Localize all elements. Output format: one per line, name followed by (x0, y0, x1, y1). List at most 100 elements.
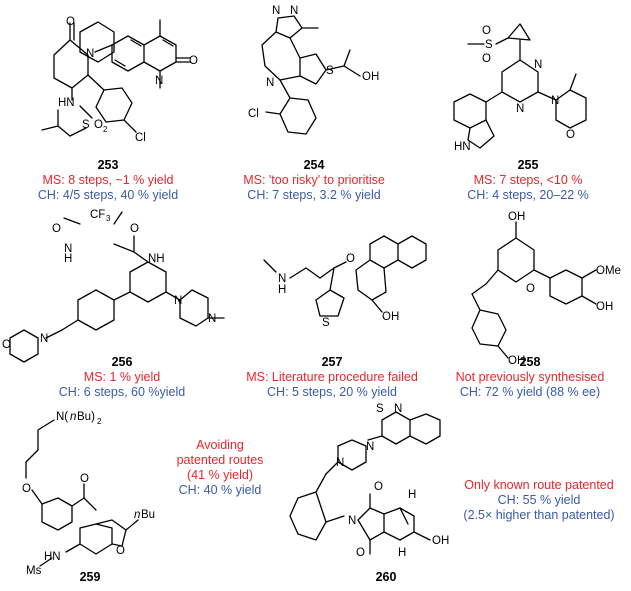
ms-note-line-2: patented routes (176, 453, 264, 467)
caption-257: 257 MS: Literature procedure failed CH: … (232, 355, 432, 400)
atom-OH-3: OH (508, 355, 525, 367)
ms-note: MS: 'too risky' to prioritise (243, 173, 385, 187)
atom-H-1: H (408, 489, 416, 501)
compound-number: 253 (97, 158, 119, 172)
structure-256: CF 3 O N H O NH N N N O (2, 21, 225, 363)
structure-257: N H O S OH (263, 235, 427, 329)
atom-N-pip-2: N (208, 313, 216, 325)
atom-HN: HN (44, 551, 61, 563)
atom-HN: HN (58, 97, 75, 109)
structure-260: S N N N N O O H H OH (289, 403, 449, 559)
atom-H-ring: H (64, 253, 72, 265)
atom-CF3: CF (90, 209, 105, 221)
atom-sub-2: 2 (103, 125, 108, 134)
atom-sub-2: 2 (97, 417, 102, 426)
atom-Bu: Bu) (77, 411, 95, 423)
structure-258: OH O OMe OH OH (471, 211, 621, 367)
atom-O-2: O (130, 223, 139, 235)
ch-note: CH: 7 steps, 3.2 % yield (247, 188, 381, 202)
ms-note: MS: Literature procedure failed (246, 370, 418, 384)
atom-N-2: N (155, 75, 163, 87)
compound-number: 254 (303, 158, 325, 172)
caption-260-number: 260 (356, 570, 416, 585)
atom-N-isothiazole: N (394, 403, 402, 415)
atom-O-ether: O (22, 483, 31, 495)
atom-N-2: N (516, 103, 524, 115)
ch-note: CH: 72 % yield (88 % ee) (459, 385, 601, 399)
structure-254: N N N S OH Cl (248, 5, 379, 135)
atom-O-furan: O (116, 545, 125, 557)
ch-note: CH: 4/5 steps, 40 % yield (37, 188, 179, 202)
atom-H: H (278, 284, 286, 296)
structure-259: N( n Bu) 2 O O n Bu O HN Ms (22, 411, 155, 577)
atom-N-morph: N (40, 333, 48, 345)
atom-N-pip-1: N (174, 295, 182, 307)
ms-note: MS: 7 steps, <10 % (473, 173, 583, 187)
atom-O-3: O (566, 129, 575, 141)
caption-253: 253 MS: 8 steps, ~1 % yield CH: 4/5 step… (18, 158, 198, 203)
ch-note: CH: 6 steps, 60 %yield (58, 385, 186, 399)
atom-N-1: N (86, 48, 94, 60)
atom-O-2: O (356, 547, 365, 559)
atom-N: N (278, 273, 286, 285)
compound-number: 256 (111, 355, 133, 369)
ms-note-line-1: Avoiding (196, 438, 244, 452)
atom-S: S (376, 403, 384, 415)
atom-O-morph: O (2, 339, 11, 351)
atom-n: n (70, 411, 76, 423)
caption-256: 256 MS: 1 % yield CH: 6 steps, 60 %yield (32, 355, 212, 400)
caption-260-notes: Only known route patented CH: 55 % yield… (448, 478, 630, 523)
atom-O-2: O (482, 53, 491, 65)
caption-259-notes: Avoiding patented routes (41 % yield) CH… (155, 438, 285, 498)
compound-number: 258 (519, 355, 541, 369)
ms-note: Only known route patented (464, 478, 614, 492)
compound-number: 255 (517, 158, 539, 172)
atom-N-pip-2: N (336, 457, 344, 469)
caption-258: 258 Not previously synthesised CH: 72 % … (440, 355, 620, 400)
atom-O-1: O (482, 25, 491, 37)
atom-OH-2: OH (596, 301, 613, 313)
ms-note-line-3: (41 % yield) (187, 468, 253, 482)
atom-O-ring: O (526, 283, 535, 295)
atom-N: N( (56, 411, 68, 423)
structure-253: O N N O HN S O 2 Cl (41, 16, 198, 144)
atom-O-2: O (189, 55, 198, 67)
atom-Cl: Cl (248, 108, 259, 120)
atom-N-c: N (266, 77, 274, 89)
ch-note-2: (2.5× higher than patented) (463, 508, 615, 522)
atom-S: S (485, 39, 493, 51)
atom-N-3: N (551, 95, 559, 107)
atom-O-ketone: O (80, 473, 89, 485)
atom-H-2: H (398, 547, 406, 559)
atom-NH-ring: N (64, 243, 72, 255)
atom-S: S (326, 65, 334, 77)
caption-259-number: 259 (60, 570, 120, 585)
atom-NH: NH (148, 253, 165, 265)
atom-O-1: O (66, 16, 75, 28)
atom-S: S (82, 119, 90, 131)
atom-HN: HN (454, 141, 471, 153)
atom-N-pip-1: N (366, 441, 374, 453)
ms-note: Not previously synthesised (455, 370, 605, 384)
atom-N-imide: N (348, 515, 356, 527)
atom-N-1: N (534, 59, 542, 71)
atom-OH: OH (362, 71, 379, 83)
atom-OH: OH (382, 311, 399, 323)
atom-O: O (346, 253, 355, 265)
atom-Ms: Ms (26, 565, 42, 577)
compound-number: 260 (375, 570, 397, 584)
ch-note: CH: 5 steps, 20 % yield (267, 385, 397, 399)
atom-O-1: O (374, 481, 383, 493)
atom-sub-3: 3 (106, 214, 111, 223)
atom-OH-1: OH (508, 211, 525, 223)
caption-254: 254 MS: 'too risky' to prioritise CH: 7 … (224, 158, 404, 203)
structure-255: S O O N N N O HN (453, 23, 587, 153)
atom-Cl: Cl (135, 132, 146, 144)
ms-note: MS: 8 steps, ~1 % yield (42, 173, 174, 187)
ch-note: CH: 40 % yield (178, 483, 262, 497)
ms-note: MS: 1 % yield (83, 370, 161, 384)
atom-S: S (322, 317, 330, 329)
atom-OMe: OMe (596, 265, 621, 277)
compound-number: 257 (321, 355, 343, 369)
